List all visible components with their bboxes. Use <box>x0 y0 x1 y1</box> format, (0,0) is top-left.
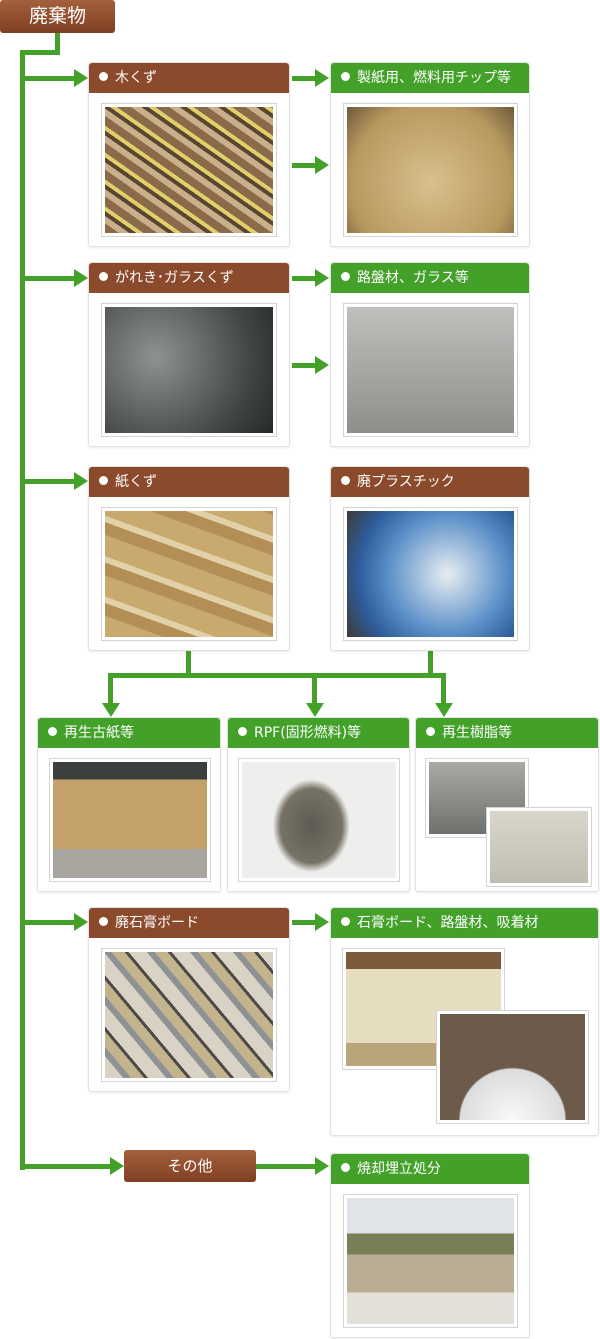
wood-chips-photo <box>343 103 518 237</box>
arrow-right-icon <box>315 356 329 374</box>
connector-line <box>108 673 446 678</box>
arrow-right-icon <box>74 913 88 931</box>
connector-line <box>20 920 76 925</box>
waste-root-label: 廃棄物 <box>0 0 115 33</box>
card-rubble: がれき･ガラスくず <box>88 262 290 447</box>
paper-bales-photo <box>49 758 211 882</box>
card-gypsum-products: 石膏ボード、路盤材、吸着材 <box>330 907 599 1136</box>
card-wood: 木くず <box>88 62 290 247</box>
other-label: その他 <box>124 1150 256 1182</box>
arrow-right-icon <box>315 269 329 287</box>
connector-line <box>108 673 113 705</box>
connector-line <box>428 651 433 678</box>
card-wood-chips: 製紙用、燃料用チップ等 <box>330 62 530 247</box>
main-trunk-line <box>20 50 25 1170</box>
card-title: 廃プラスチック <box>331 467 529 497</box>
card-rpf: RPF(固形燃料)等 <box>227 717 410 892</box>
connector-line <box>292 76 318 81</box>
card-landfill: 焼却埋立処分 <box>330 1153 530 1338</box>
arrow-down-icon <box>435 703 453 717</box>
arrow-right-icon <box>315 913 329 931</box>
card-title: 紙くず <box>89 467 289 497</box>
arrow-right-icon <box>315 156 329 174</box>
card-title: 焼却埋立処分 <box>331 1154 529 1184</box>
arrow-right-icon <box>74 69 88 87</box>
rubble-photo <box>101 303 277 437</box>
wood-waste-photo <box>101 103 277 237</box>
gypsum-powder-photo <box>436 1010 589 1124</box>
card-roadbed: 路盤材、ガラス等 <box>330 262 530 447</box>
connector-line <box>20 276 76 281</box>
connector-line <box>292 163 318 168</box>
arrow-down-icon <box>102 703 120 717</box>
arrow-right-icon <box>74 269 88 287</box>
card-title: 石膏ボード、路盤材、吸着材 <box>331 908 598 938</box>
paper-waste-photo <box>101 507 277 641</box>
connector-line <box>55 33 60 55</box>
card-paper: 紙くず <box>88 466 290 651</box>
connector-line <box>20 50 60 55</box>
card-title: 木くず <box>89 63 289 93</box>
arrow-right-icon <box>74 472 88 490</box>
card-title: RPF(固形燃料)等 <box>228 718 409 748</box>
card-title: がれき･ガラスくず <box>89 263 289 293</box>
arrow-right-icon <box>315 69 329 87</box>
connector-line <box>20 76 76 81</box>
rpf-fuel-photo <box>238 758 400 882</box>
connector-line <box>20 479 76 484</box>
card-title: 製紙用、燃料用チップ等 <box>331 63 529 93</box>
arrow-right-icon <box>315 1157 329 1175</box>
connector-line <box>256 1164 318 1169</box>
arrow-down-icon <box>306 703 324 717</box>
connector-line <box>186 651 191 678</box>
card-title: 廃石膏ボード <box>89 908 289 938</box>
connector-line <box>441 673 446 705</box>
gypsum-board-waste-photo <box>101 948 277 1082</box>
connector-line <box>312 673 317 705</box>
landfill-photo <box>343 1194 518 1328</box>
gravel-photo <box>343 303 518 437</box>
card-recycled-resin: 再生樹脂等 <box>415 717 599 892</box>
card-plastic: 廃プラスチック <box>330 466 530 651</box>
card-title: 路盤材、ガラス等 <box>331 263 529 293</box>
card-recycled-paper: 再生古紙等 <box>37 717 221 892</box>
resin-bales-photo <box>486 807 592 887</box>
connector-line <box>20 1164 112 1169</box>
card-title: 再生古紙等 <box>38 718 220 748</box>
card-title: 再生樹脂等 <box>416 718 598 748</box>
connector-line <box>292 276 318 281</box>
arrow-right-icon <box>110 1157 124 1175</box>
card-gypsum: 廃石膏ボード <box>88 907 290 1092</box>
plastic-waste-photo <box>343 507 518 641</box>
connector-line <box>292 920 318 925</box>
connector-line <box>292 363 318 368</box>
